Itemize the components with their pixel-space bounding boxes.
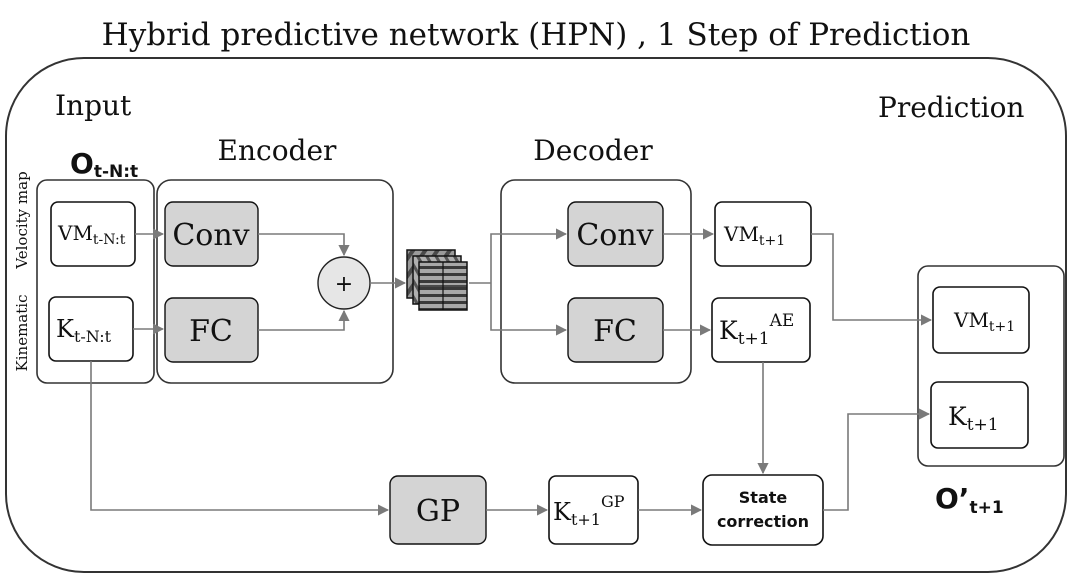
decoder-label: Decoder xyxy=(533,134,653,167)
edge-state-correction-to-output-k xyxy=(823,408,931,511)
input-label: Input xyxy=(55,89,132,122)
connectors xyxy=(90,228,933,516)
k-next-gp-text: Kt+1GP xyxy=(553,492,625,529)
k-next-ae-text: Kt+1AE xyxy=(719,311,794,349)
output-group-box xyxy=(917,265,1065,467)
gp-label: GP xyxy=(416,494,460,529)
out-k-node xyxy=(930,381,1029,449)
edge-latent-to-dec-conv xyxy=(490,228,568,283)
state-correction-node xyxy=(702,474,824,546)
prediction-label: Prediction xyxy=(878,91,1024,124)
encoder-fc-label: FC xyxy=(189,314,233,349)
output-group-label: O’t+1 xyxy=(935,482,1004,518)
vm-next-text: VMt+1 xyxy=(723,222,785,249)
sum-operator-symbol: + xyxy=(335,272,353,297)
velocity-map-side-label: Velocity map xyxy=(13,171,31,269)
decoder-group-box xyxy=(500,179,692,384)
latent-feature-maps-icon xyxy=(406,249,468,311)
encoder-conv-label: Conv xyxy=(172,218,249,253)
edge-latent-to-dec-fc xyxy=(490,283,568,336)
input-group-label: Ot-N:t xyxy=(70,147,138,182)
encoder-group-box xyxy=(156,179,394,384)
outer-frame xyxy=(5,57,1067,573)
encoder-label: Encoder xyxy=(218,134,338,167)
decoder-conv-label: Conv xyxy=(576,218,653,253)
input-group-box xyxy=(36,179,155,384)
out-vm-node xyxy=(932,286,1030,354)
kinematic-side-label: Kinematic xyxy=(13,295,31,372)
out-k-text: Kt+1 xyxy=(948,402,999,435)
decoder-fc-label: FC xyxy=(593,314,637,349)
edge-vm-next-to-output xyxy=(811,233,933,326)
vm-input-text: VMt-N:t xyxy=(57,221,126,248)
edge-conv-to-sum xyxy=(258,233,350,257)
state-correction-line1: State xyxy=(739,488,788,507)
k-input-text: Kt-N:t xyxy=(56,315,112,346)
diagram-title: Hybrid predictive network (HPN) , 1 Step… xyxy=(102,17,971,53)
edge-k-input-to-gp xyxy=(90,361,390,516)
k-next-ae-node xyxy=(711,297,811,363)
edge-fc-to-sum xyxy=(258,309,350,331)
out-vm-text: VMt+1 xyxy=(953,308,1015,335)
state-correction-line2: correction xyxy=(717,512,809,531)
